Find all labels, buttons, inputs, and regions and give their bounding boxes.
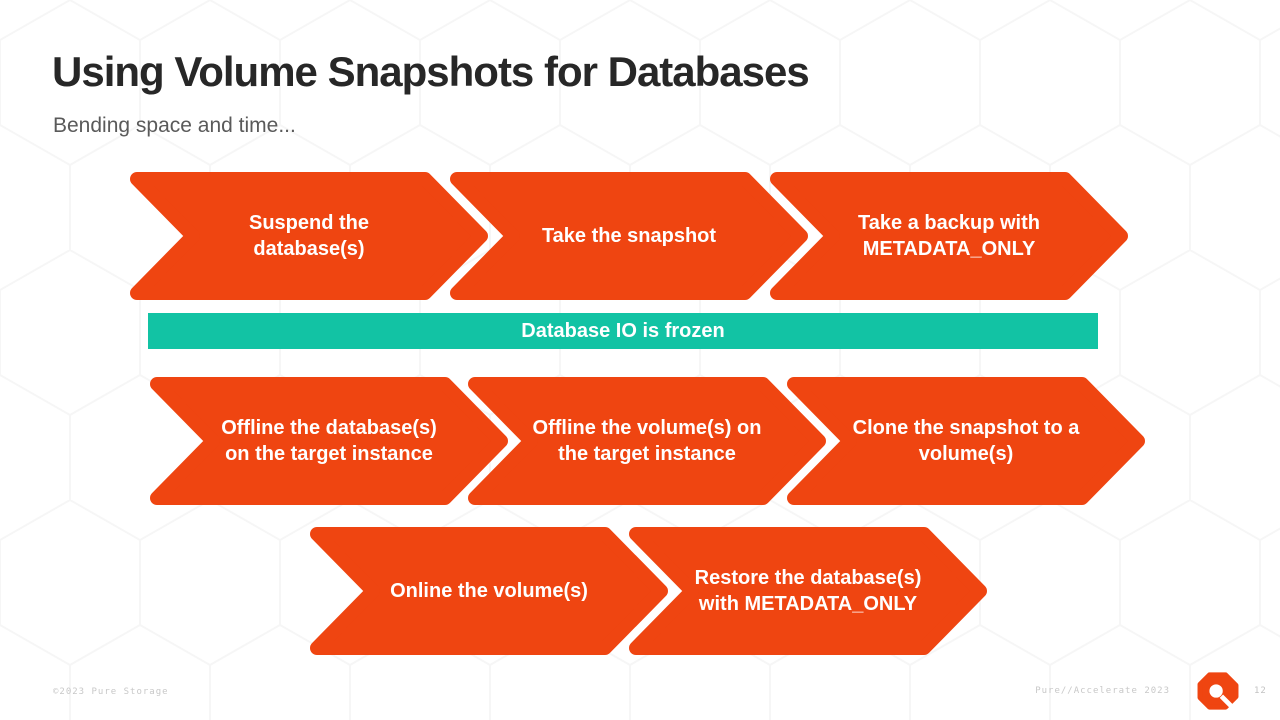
chevron-arrow-icon bbox=[629, 527, 987, 655]
page-number: 12 bbox=[1254, 686, 1267, 696]
flow-step-label: Take a backup with METADATA_ONLY bbox=[858, 211, 1040, 260]
chevron-arrow-icon bbox=[130, 172, 488, 300]
flow-step-label: Offline the database(s) on the target in… bbox=[221, 416, 437, 465]
pure-storage-logo-icon bbox=[1197, 672, 1239, 710]
banner-label: Database IO is frozen bbox=[521, 319, 725, 342]
flow-step-clone-snapshot: Clone the snapshot to a volume(s) bbox=[787, 377, 1145, 505]
chevron-arrow-icon bbox=[310, 527, 668, 655]
flow-step-label: Offline the volume(s) on the target inst… bbox=[532, 416, 762, 465]
database-io-frozen-banner: Database IO is frozen bbox=[148, 313, 1098, 349]
flow-step-label: Online the volume(s) bbox=[390, 579, 588, 602]
flow-step-restore-database: Restore the database(s) with METADATA_ON… bbox=[629, 527, 987, 655]
flow-step-take-snapshot: Take the snapshot bbox=[450, 172, 808, 300]
flow-step-suspend-database: Suspend the database(s) bbox=[130, 172, 488, 300]
flow-step-offline-volume-target: Offline the volume(s) on the target inst… bbox=[468, 377, 826, 505]
flow-step-online-volume: Online the volume(s) bbox=[310, 527, 668, 655]
copyright-text: ©2023 Pure Storage bbox=[53, 687, 169, 697]
chevron-arrow-icon bbox=[770, 172, 1128, 300]
page-subtitle: Bending space and time... bbox=[53, 114, 296, 137]
flow-step-label: Clone the snapshot to a volume(s) bbox=[852, 416, 1080, 465]
flow-step-offline-database-target: Offline the database(s) on the target in… bbox=[150, 377, 508, 505]
flow-step-label: Take the snapshot bbox=[541, 224, 717, 247]
chevron-arrow-icon bbox=[450, 172, 808, 300]
page-title: Using Volume Snapshots for Databases bbox=[52, 48, 810, 95]
event-name-text: Pure//Accelerate 2023 bbox=[1035, 686, 1170, 696]
chevron-arrow-icon bbox=[150, 377, 508, 505]
flow-step-label: Restore the database(s) with METADATA_ON… bbox=[694, 566, 922, 615]
flow-step-backup-metadata-only: Take a backup with METADATA_ONLY bbox=[770, 172, 1128, 300]
chevron-arrow-icon bbox=[468, 377, 826, 505]
flow-step-label: Suspend the database(s) bbox=[248, 211, 369, 260]
chevron-arrow-icon bbox=[787, 377, 1145, 505]
